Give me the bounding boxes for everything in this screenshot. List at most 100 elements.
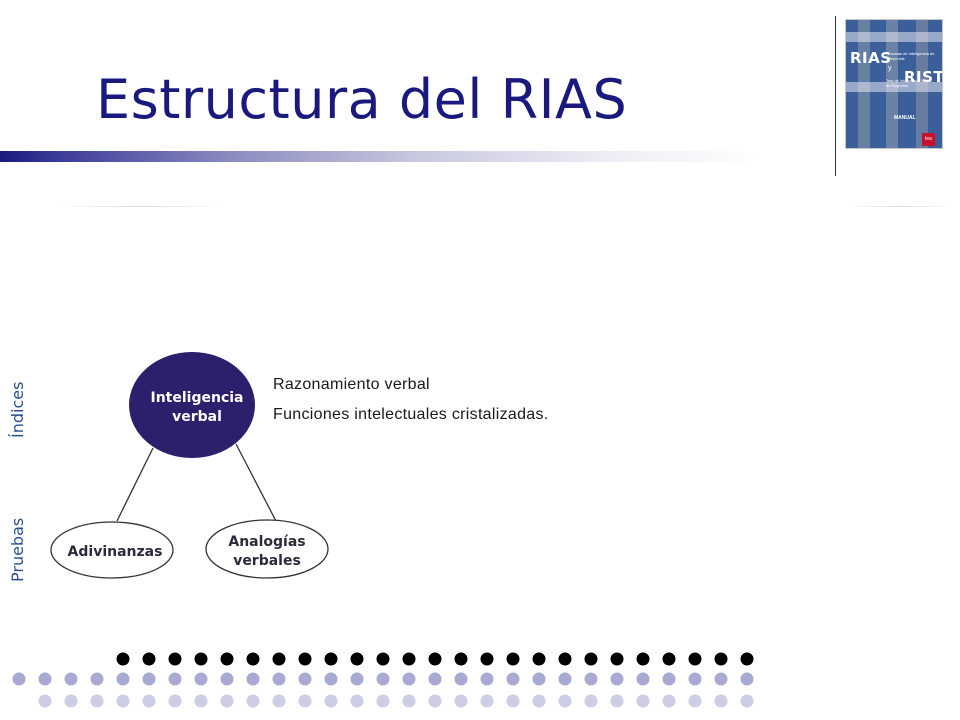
dot-dark bbox=[272, 652, 286, 666]
node-inteligencia-verbal-line1: Inteligencia bbox=[151, 390, 244, 406]
dot-lighter bbox=[246, 694, 260, 708]
dot-dark bbox=[402, 652, 416, 666]
dot-light bbox=[662, 672, 676, 686]
dot-lighter bbox=[532, 694, 546, 708]
dot-light bbox=[298, 672, 312, 686]
dot-dark bbox=[610, 652, 624, 666]
dot-light bbox=[142, 672, 156, 686]
book-cover-band bbox=[846, 32, 942, 42]
book-cover-manual: MANUAL bbox=[894, 115, 916, 121]
dot-lighter bbox=[636, 694, 650, 708]
dot-dark bbox=[662, 652, 676, 666]
dot-lighter bbox=[324, 694, 338, 708]
dot-lighter bbox=[506, 694, 520, 708]
dot-dark bbox=[324, 652, 338, 666]
dot-light bbox=[428, 672, 442, 686]
dot-dark bbox=[376, 652, 390, 666]
dot-light bbox=[402, 672, 416, 686]
dot-lighter bbox=[714, 694, 728, 708]
rias-verbal-diagram: Inteligencia verbal Adivinanzas Analogía… bbox=[50, 352, 329, 579]
dot-light bbox=[350, 672, 364, 686]
dot-dark bbox=[636, 652, 650, 666]
dot-light bbox=[194, 672, 208, 686]
dot-light bbox=[324, 672, 338, 686]
vertical-divider bbox=[835, 16, 836, 176]
dot-dark bbox=[168, 652, 182, 666]
dot-dark bbox=[688, 652, 702, 666]
dot-dark bbox=[584, 652, 598, 666]
dot-light bbox=[584, 672, 598, 686]
faint-divider-right bbox=[845, 206, 955, 207]
dot-lighter bbox=[480, 694, 494, 708]
dot-lighter bbox=[584, 694, 598, 708]
dot-lighter bbox=[272, 694, 286, 708]
side-label-pruebas: Pruebas bbox=[8, 517, 27, 582]
dot-lighter bbox=[90, 694, 104, 708]
dot-lighter bbox=[688, 694, 702, 708]
dot-dark bbox=[194, 652, 208, 666]
dot-dark bbox=[142, 652, 156, 666]
dot-dark bbox=[740, 652, 754, 666]
dot-light bbox=[272, 672, 286, 686]
dot-light bbox=[558, 672, 572, 686]
faint-divider-left bbox=[50, 206, 230, 207]
dot-light bbox=[64, 672, 78, 686]
book-cover-rias: RIAS bbox=[850, 49, 892, 67]
node-analogias-verbales-line2: verbales bbox=[233, 553, 301, 569]
dot-light bbox=[636, 672, 650, 686]
book-cover-image: RIAS Escalas de Inteligencia de Reynolds… bbox=[845, 19, 943, 149]
book-cover-y: y bbox=[888, 65, 892, 72]
dot-light bbox=[610, 672, 624, 686]
dot-lighter bbox=[558, 694, 572, 708]
dot-light bbox=[38, 672, 52, 686]
dot-light bbox=[506, 672, 520, 686]
book-cover-rist-subtitle: Test de Inteligencia Breve de Reynolds bbox=[886, 78, 932, 88]
node-adivinanzas-label: Adivinanzas bbox=[68, 544, 163, 560]
dot-lighter bbox=[350, 694, 364, 708]
dot-light bbox=[12, 672, 26, 686]
dot-light bbox=[688, 672, 702, 686]
node-adivinanzas bbox=[50, 521, 174, 579]
dot-lighter bbox=[402, 694, 416, 708]
dot-dark bbox=[714, 652, 728, 666]
dot-dark bbox=[506, 652, 520, 666]
dot-light bbox=[376, 672, 390, 686]
dot-light bbox=[740, 672, 754, 686]
dot-lighter bbox=[142, 694, 156, 708]
dot-light bbox=[532, 672, 546, 686]
node-analogias-verbales bbox=[205, 519, 329, 579]
dot-lighter bbox=[610, 694, 624, 708]
dot-dark bbox=[116, 652, 130, 666]
dot-lighter bbox=[376, 694, 390, 708]
dot-lighter bbox=[220, 694, 234, 708]
dot-dark bbox=[298, 652, 312, 666]
dot-light bbox=[714, 672, 728, 686]
dot-lighter bbox=[298, 694, 312, 708]
dot-light bbox=[116, 672, 130, 686]
dot-dark bbox=[532, 652, 546, 666]
side-label-indices: Índices bbox=[8, 381, 27, 438]
dot-light bbox=[220, 672, 234, 686]
slide-title: Estructura del RIAS bbox=[96, 68, 628, 131]
book-cover-band bbox=[846, 82, 942, 92]
dot-lighter bbox=[168, 694, 182, 708]
dot-dark bbox=[480, 652, 494, 666]
node-inteligencia-verbal bbox=[129, 352, 255, 458]
dot-lighter bbox=[740, 694, 754, 708]
node-analogias-verbales-line1: Analogías bbox=[228, 534, 305, 550]
edge-top-to-left bbox=[116, 447, 154, 522]
dot-light bbox=[168, 672, 182, 686]
dot-dark bbox=[454, 652, 468, 666]
node-inteligencia-verbal-line2: verbal bbox=[172, 409, 222, 425]
dot-lighter bbox=[38, 694, 52, 708]
edge-top-to-right bbox=[235, 443, 278, 524]
dot-lighter bbox=[454, 694, 468, 708]
dot-dark bbox=[428, 652, 442, 666]
description-funciones-intelectuales: Funciones intelectuales cristalizadas. bbox=[273, 406, 549, 423]
dot-lighter bbox=[64, 694, 78, 708]
dot-dark bbox=[558, 652, 572, 666]
dot-light bbox=[90, 672, 104, 686]
dot-dark bbox=[246, 652, 260, 666]
title-underline-bar bbox=[0, 151, 760, 162]
dot-dark bbox=[350, 652, 364, 666]
